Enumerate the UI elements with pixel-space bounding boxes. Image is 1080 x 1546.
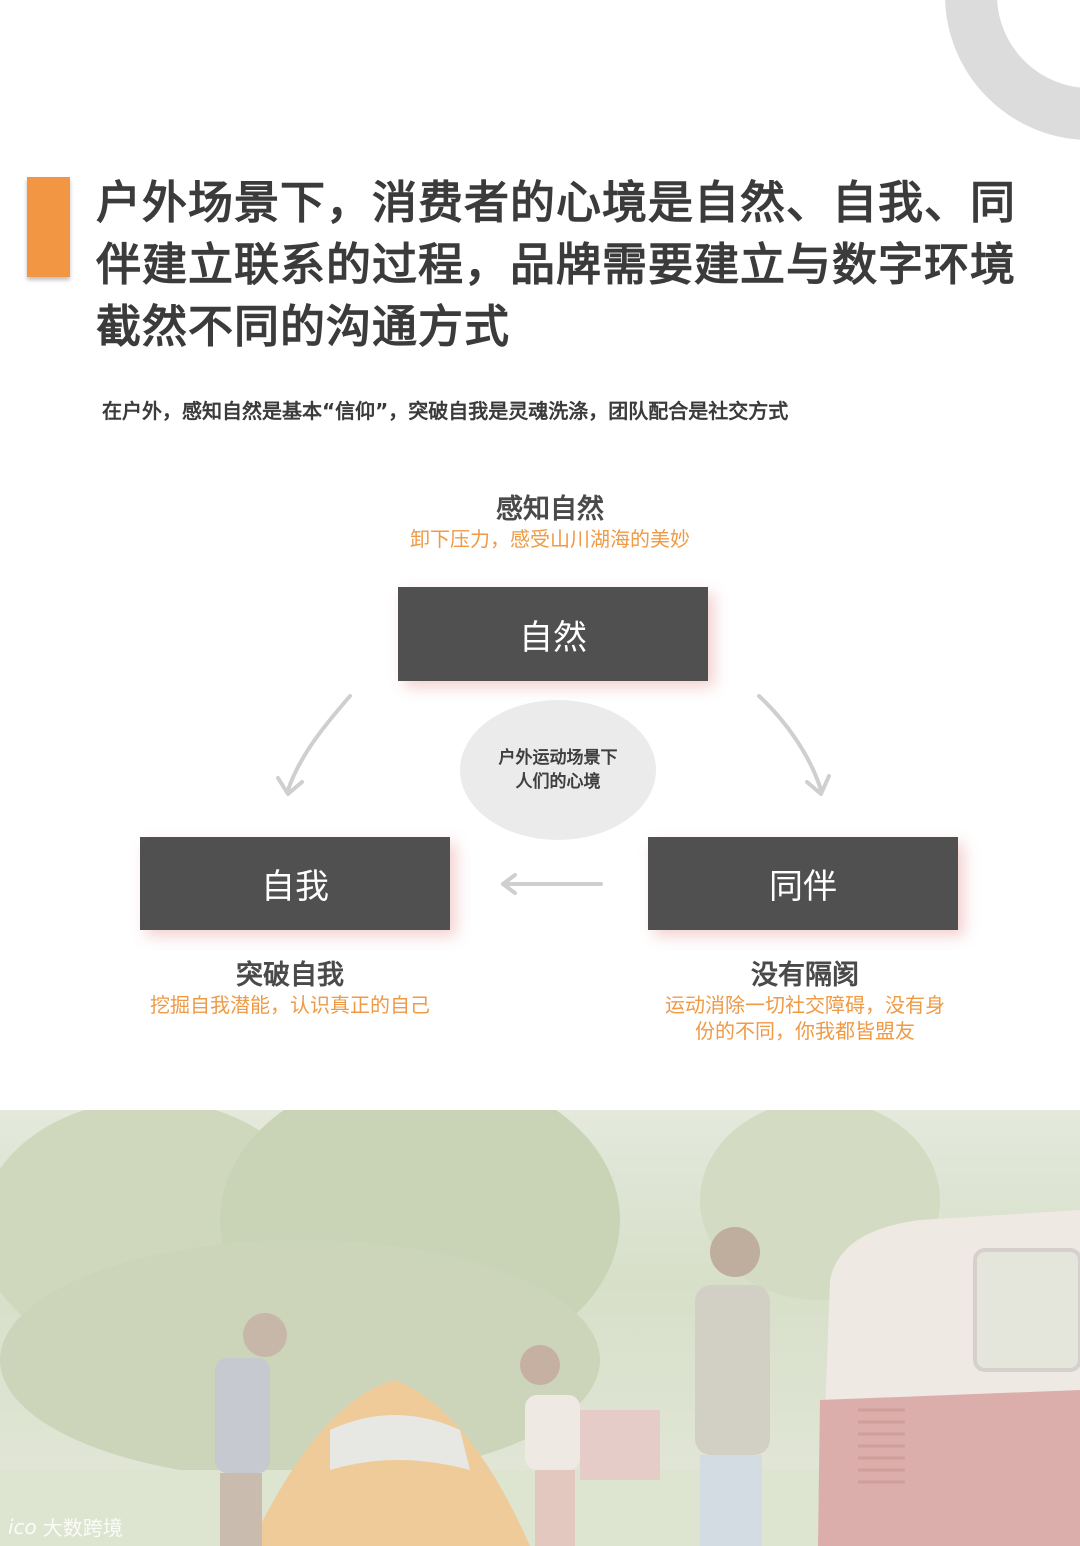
companion-caption-title: 没有隔阂 (751, 960, 859, 991)
companion-caption-description-line1: 运动消除一切社交障碍，没有身 (665, 993, 945, 1017)
center-label-line2: 人们的心境 (515, 772, 601, 792)
photo-illustration (0, 1110, 1080, 1546)
self-box: 自我 (140, 837, 450, 930)
arrow-nature-to-companion-icon (757, 694, 831, 796)
title-accent-bar (27, 177, 70, 277)
nature-box: 自然 (398, 587, 708, 681)
center-ellipse: 户外运动场景下 人们的心境 (460, 700, 656, 840)
watermark-text: 大数跨境 (42, 1516, 123, 1540)
arrow-companion-to-self-icon (501, 873, 603, 895)
companion-box: 同伴 (648, 837, 958, 930)
page-title: 户外场景下，消费者的心境是自然、自我、同伴建立联系的过程，品牌需要建立与数字环境… (96, 176, 1017, 353)
self-caption-description: 挖掘自我潜能，认识真正的自己 (150, 993, 430, 1017)
center-label-line1: 户外运动场景下 (498, 748, 618, 768)
companion-caption-description-line2: 份的不同，你我都皆盟友 (695, 1019, 915, 1043)
companion-caption: 没有隔阂 运动消除一切社交障碍，没有身 份的不同，你我都皆盟友 (625, 960, 985, 1044)
decorative-ring (945, 0, 1080, 140)
nature-caption-title: 感知自然 (496, 494, 604, 525)
page-subtitle: 在户外，感知自然是基本“信仰”，突破自我是灵魂洗涤，团队配合是社交方式 (102, 399, 789, 423)
watermark-logo-icon: ico (8, 1514, 37, 1539)
self-caption: 突破自我 挖掘自我潜能，认识真正的自己 (110, 960, 470, 1018)
self-caption-title: 突破自我 (236, 960, 344, 991)
watermark: ico 大数跨境 (8, 1512, 123, 1541)
nature-caption: 感知自然 卸下压力，感受山川湖海的美妙 (360, 494, 740, 552)
arrow-nature-to-self-icon (276, 694, 352, 796)
nature-caption-description: 卸下压力，感受山川湖海的美妙 (410, 527, 690, 551)
outdoor-camping-photo (0, 1110, 1080, 1546)
